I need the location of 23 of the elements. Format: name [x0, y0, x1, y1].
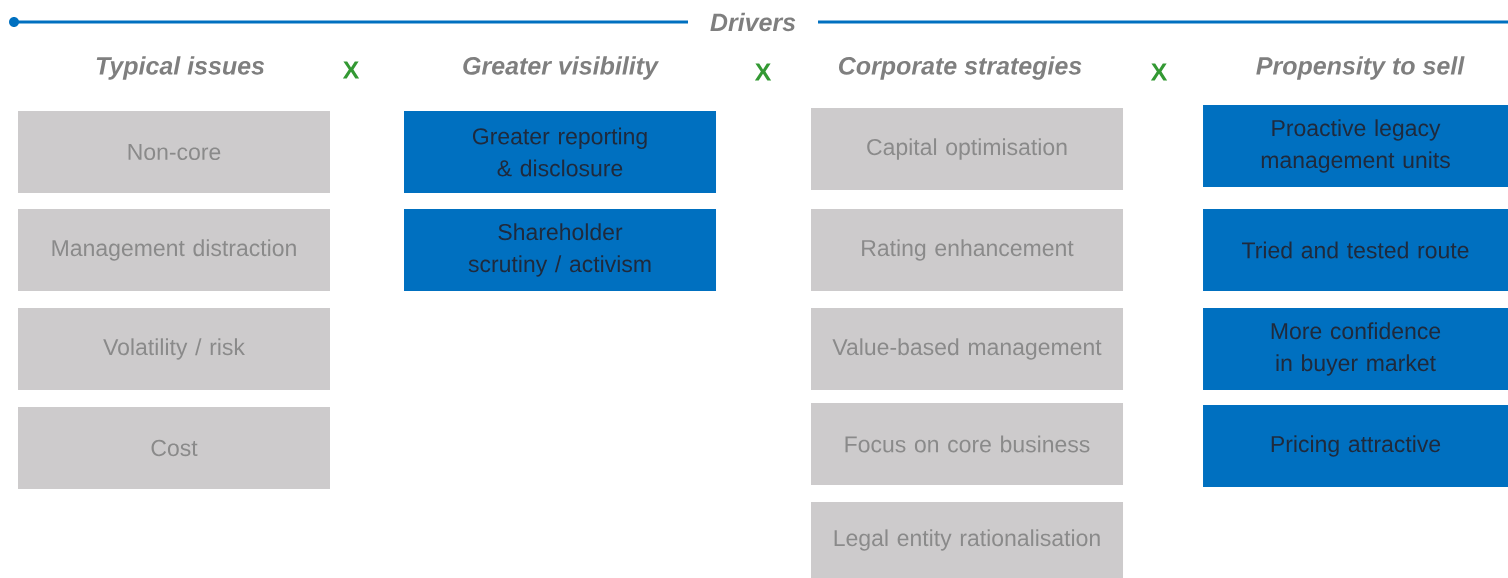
driver-box: Shareholder scrutiny / activism: [404, 209, 716, 291]
column-heading: Propensity to sell: [1256, 56, 1465, 80]
driver-box: Capital optimisation: [811, 108, 1123, 190]
driver-box: Pricing attractive: [1203, 405, 1508, 487]
driver-box: More confidence in buyer market: [1203, 308, 1508, 390]
driver-box: Legal entity rationalisation: [811, 502, 1123, 578]
driver-box: Proactive legacy management units: [1203, 105, 1508, 187]
driver-box: Management distraction: [18, 209, 330, 291]
driver-box: Focus on core business: [811, 403, 1123, 485]
driver-box: Non-core: [18, 111, 330, 193]
column-heading: Corporate strategies: [839, 56, 1082, 80]
driver-box: Greater reporting & disclosure: [404, 111, 716, 193]
multiply-sign: X: [342, 61, 360, 79]
driver-box: Volatility / risk: [18, 308, 330, 390]
driver-box: Tried and tested route: [1203, 209, 1508, 291]
driver-box: Cost: [18, 407, 330, 489]
driver-box: Value-based management: [811, 308, 1123, 390]
title: Drivers: [710, 12, 796, 32]
column-heading: Typical issues: [96, 56, 265, 80]
column-heading: Greater visibility: [463, 56, 659, 80]
multiply-sign: X: [1150, 63, 1168, 81]
driver-box: Rating enhancement: [811, 209, 1123, 291]
multiply-sign: X: [754, 63, 772, 81]
